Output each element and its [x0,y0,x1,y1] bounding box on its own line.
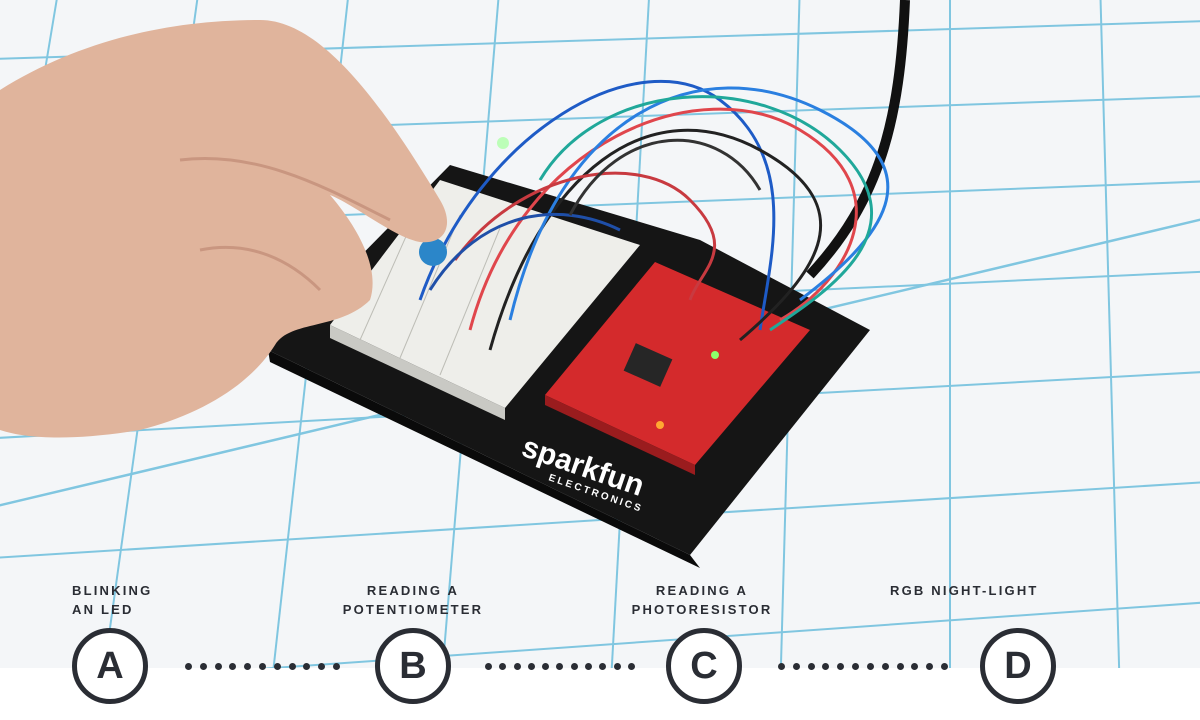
step-c-label-line2: PHOTORESISTOR [631,602,773,617]
step-a-button[interactable]: A [72,628,148,704]
step-c-label: READING A PHOTORESISTOR [622,581,782,619]
step-b-label-line1: READING A [366,583,460,598]
step-b-label: READING A POTENTIOMETER [333,581,493,619]
step-a-letter: A [96,644,124,687]
step-c-letter: C [690,644,718,687]
step-d-letter: D [1004,644,1032,687]
step-a-label-line1: BLINKING [72,583,153,598]
step-a-label: BLINKING AN LED [72,581,152,619]
connector-c-d [778,662,948,670]
hand [0,20,448,438]
step-c-button[interactable]: C [666,628,742,704]
step-a-label-line2: AN LED [72,602,134,617]
usb-cable [806,0,910,279]
step-d-label: RGB NIGHT-LIGHT [890,581,1039,600]
hero-photo: sparkfun ELECTRONICS [0,0,1200,668]
connector-a-b [185,662,340,670]
potentiometer-knob [419,238,447,266]
step-b-label-line2: POTENTIOMETER [342,602,484,617]
step-c-label-line1: READING A [655,583,749,598]
step-d-label-line1: RGB NIGHT-LIGHT [890,583,1039,598]
redboard [545,262,810,465]
step-b-button[interactable]: B [375,628,451,704]
step-d-button[interactable]: D [980,628,1056,704]
photo-illustration: sparkfun ELECTRONICS [0,0,1200,668]
step-b-letter: B [399,644,427,687]
connector-b-c [485,662,635,670]
jumper-wires [418,80,890,351]
